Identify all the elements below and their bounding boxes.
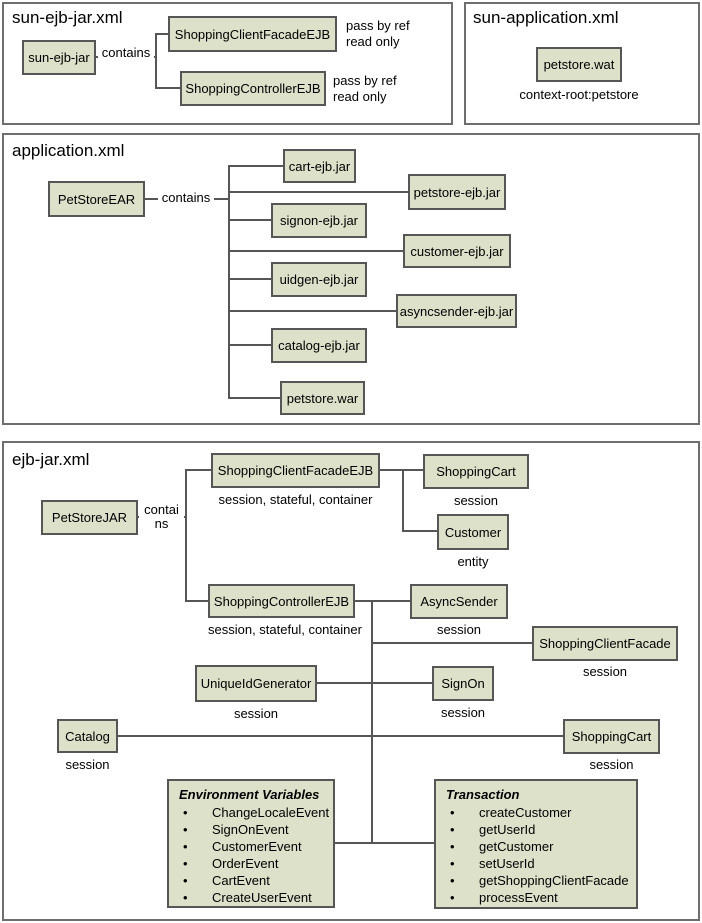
list-item: CartEvent [179,872,327,889]
node-petstore-ejb-jar: petstore-ejb.jar [408,174,506,210]
node-signon-ejb-jar: signon-ejb.jar [271,203,367,238]
list-item: processEvent [446,889,630,906]
facade-note-line2: read only [346,34,400,49]
node-petstore-ear: PetStoreEAR [48,181,145,217]
connector-module-line [228,278,273,280]
facade-note: pass by ref read only [346,18,410,50]
panel-title: sun-application.xml [473,8,619,27]
transaction-list: createCustomer getUserId getCustomer set… [446,804,630,906]
connector-branch-trunk [155,33,157,89]
contains-label: contai ns [139,503,184,531]
node-shopping-client-facade-ejb: ShoppingClientFacadeEJB [211,453,380,488]
connector-module-line [228,191,408,193]
connector-lists-line [334,842,434,844]
shopping-cart-top-type-label: session [453,493,499,508]
connector-facade-line [185,469,211,471]
node-shopping-client-facade: ShoppingClientFacade [532,626,678,661]
connector-module-line [228,310,396,312]
connector-module-line [228,397,282,399]
connector-controller-line [155,87,180,89]
panel-title: application.xml [12,141,125,160]
list-item: getCustomer [446,838,630,855]
transaction-box: Transaction createCustomer getUserId get… [434,779,638,909]
connector-uid-signon-line [316,682,432,684]
panel-title: sun-ejb-jar.xml [12,8,123,27]
catalog-type-label: session [65,757,110,772]
connector-module-line [228,250,403,252]
connector-scf-line [373,642,532,644]
node-cart-ejb-jar: cart-ejb.jar [283,149,356,183]
controller-note-line1: pass by ref [333,73,397,88]
connector-controller-line [185,600,208,602]
node-uidgen-ejb-jar: uidgen-ejb.jar [271,262,367,297]
panel-title: ejb-jar.xml [12,450,90,469]
node-catalog-ejb-jar: catalog-ejb.jar [271,328,367,363]
customer-type-label: entity [457,554,489,569]
connector-module-line [228,165,285,167]
environment-variables-list: ChangeLocaleEvent SignOnEvent CustomerEv… [179,804,329,906]
node-shopping-client-facade-ejb: ShoppingClientFacadeEJB [168,16,337,52]
node-async-sender: AsyncSender [410,584,508,619]
connector-module-line [228,344,273,346]
transaction-title: Transaction [446,787,520,802]
list-item: setUserId [446,855,630,872]
list-item: CreateUserEvent [179,889,327,906]
list-item: getUserId [446,821,630,838]
node-petstore-wat: petstore.wat [536,47,622,82]
connector-facade-branch [402,469,404,532]
list-item: createCustomer [446,804,630,821]
list-item: getShoppingClientFacade [446,872,630,889]
environment-variables-box: Environment Variables ChangeLocaleEvent … [167,779,335,908]
async-sender-type-label: session [436,622,482,637]
contains-label: contains [98,45,154,61]
controller-note: pass by ref read only [333,73,397,105]
node-asyncsender-ejb-jar: asyncsender-ejb.jar [396,294,517,328]
controller-note-line2: read only [333,89,387,104]
list-item: CustomerEvent [179,838,327,855]
node-shopping-controller-ejb: ShoppingControllerEJB [208,584,355,618]
unique-id-generator-type-label: session [233,706,279,721]
contains-label-line2: ns [154,516,169,531]
connector-controller-trunk [371,600,373,844]
connector-facade-cart-line [380,469,423,471]
node-shopping-cart-top: ShoppingCart [423,454,529,489]
controller-type-label: session, stateful, container [208,622,362,637]
connector-async-line [355,600,410,602]
connector-facade-line [155,33,168,35]
facade-type-label: session, stateful, container [218,492,373,507]
connector-customer-line [402,530,437,532]
node-unique-id-generator: UniqueIdGenerator [195,665,317,702]
node-customer: Customer [437,514,509,550]
connector-module-line [228,219,273,221]
shopping-client-facade-type-label: session [582,664,628,679]
connector-catalog-cart-line [117,735,563,737]
contains-label: contains [158,190,214,206]
list-item: SignOnEvent [179,821,327,838]
environment-variables-title: Environment Variables [179,787,320,802]
node-sign-on: SignOn [432,666,494,701]
shopping-cart-bottom-type-label: session [589,757,634,772]
node-catalog: Catalog [57,719,118,753]
node-shopping-controller-ejb: ShoppingControllerEJB [180,71,326,106]
node-customer-ejb-jar: customer-ejb.jar [403,234,511,268]
node-shopping-cart-bottom: ShoppingCart [563,719,660,754]
node-sun-ejb-jar: sun-ejb-jar [22,40,96,75]
connector-root-trunk [185,469,187,602]
list-item: OrderEvent [179,855,327,872]
node-petstore-jar: PetStoreJAR [41,500,138,535]
context-root-label: context-root:petstore [519,87,639,102]
connector-modules-trunk [228,165,230,399]
sign-on-type-label: session [440,705,486,720]
list-item: ChangeLocaleEvent [179,804,329,821]
node-petstore-war: petstore.war [280,381,365,415]
facade-note-line1: pass by ref [346,18,410,33]
contains-label-line1: contai [144,502,179,517]
